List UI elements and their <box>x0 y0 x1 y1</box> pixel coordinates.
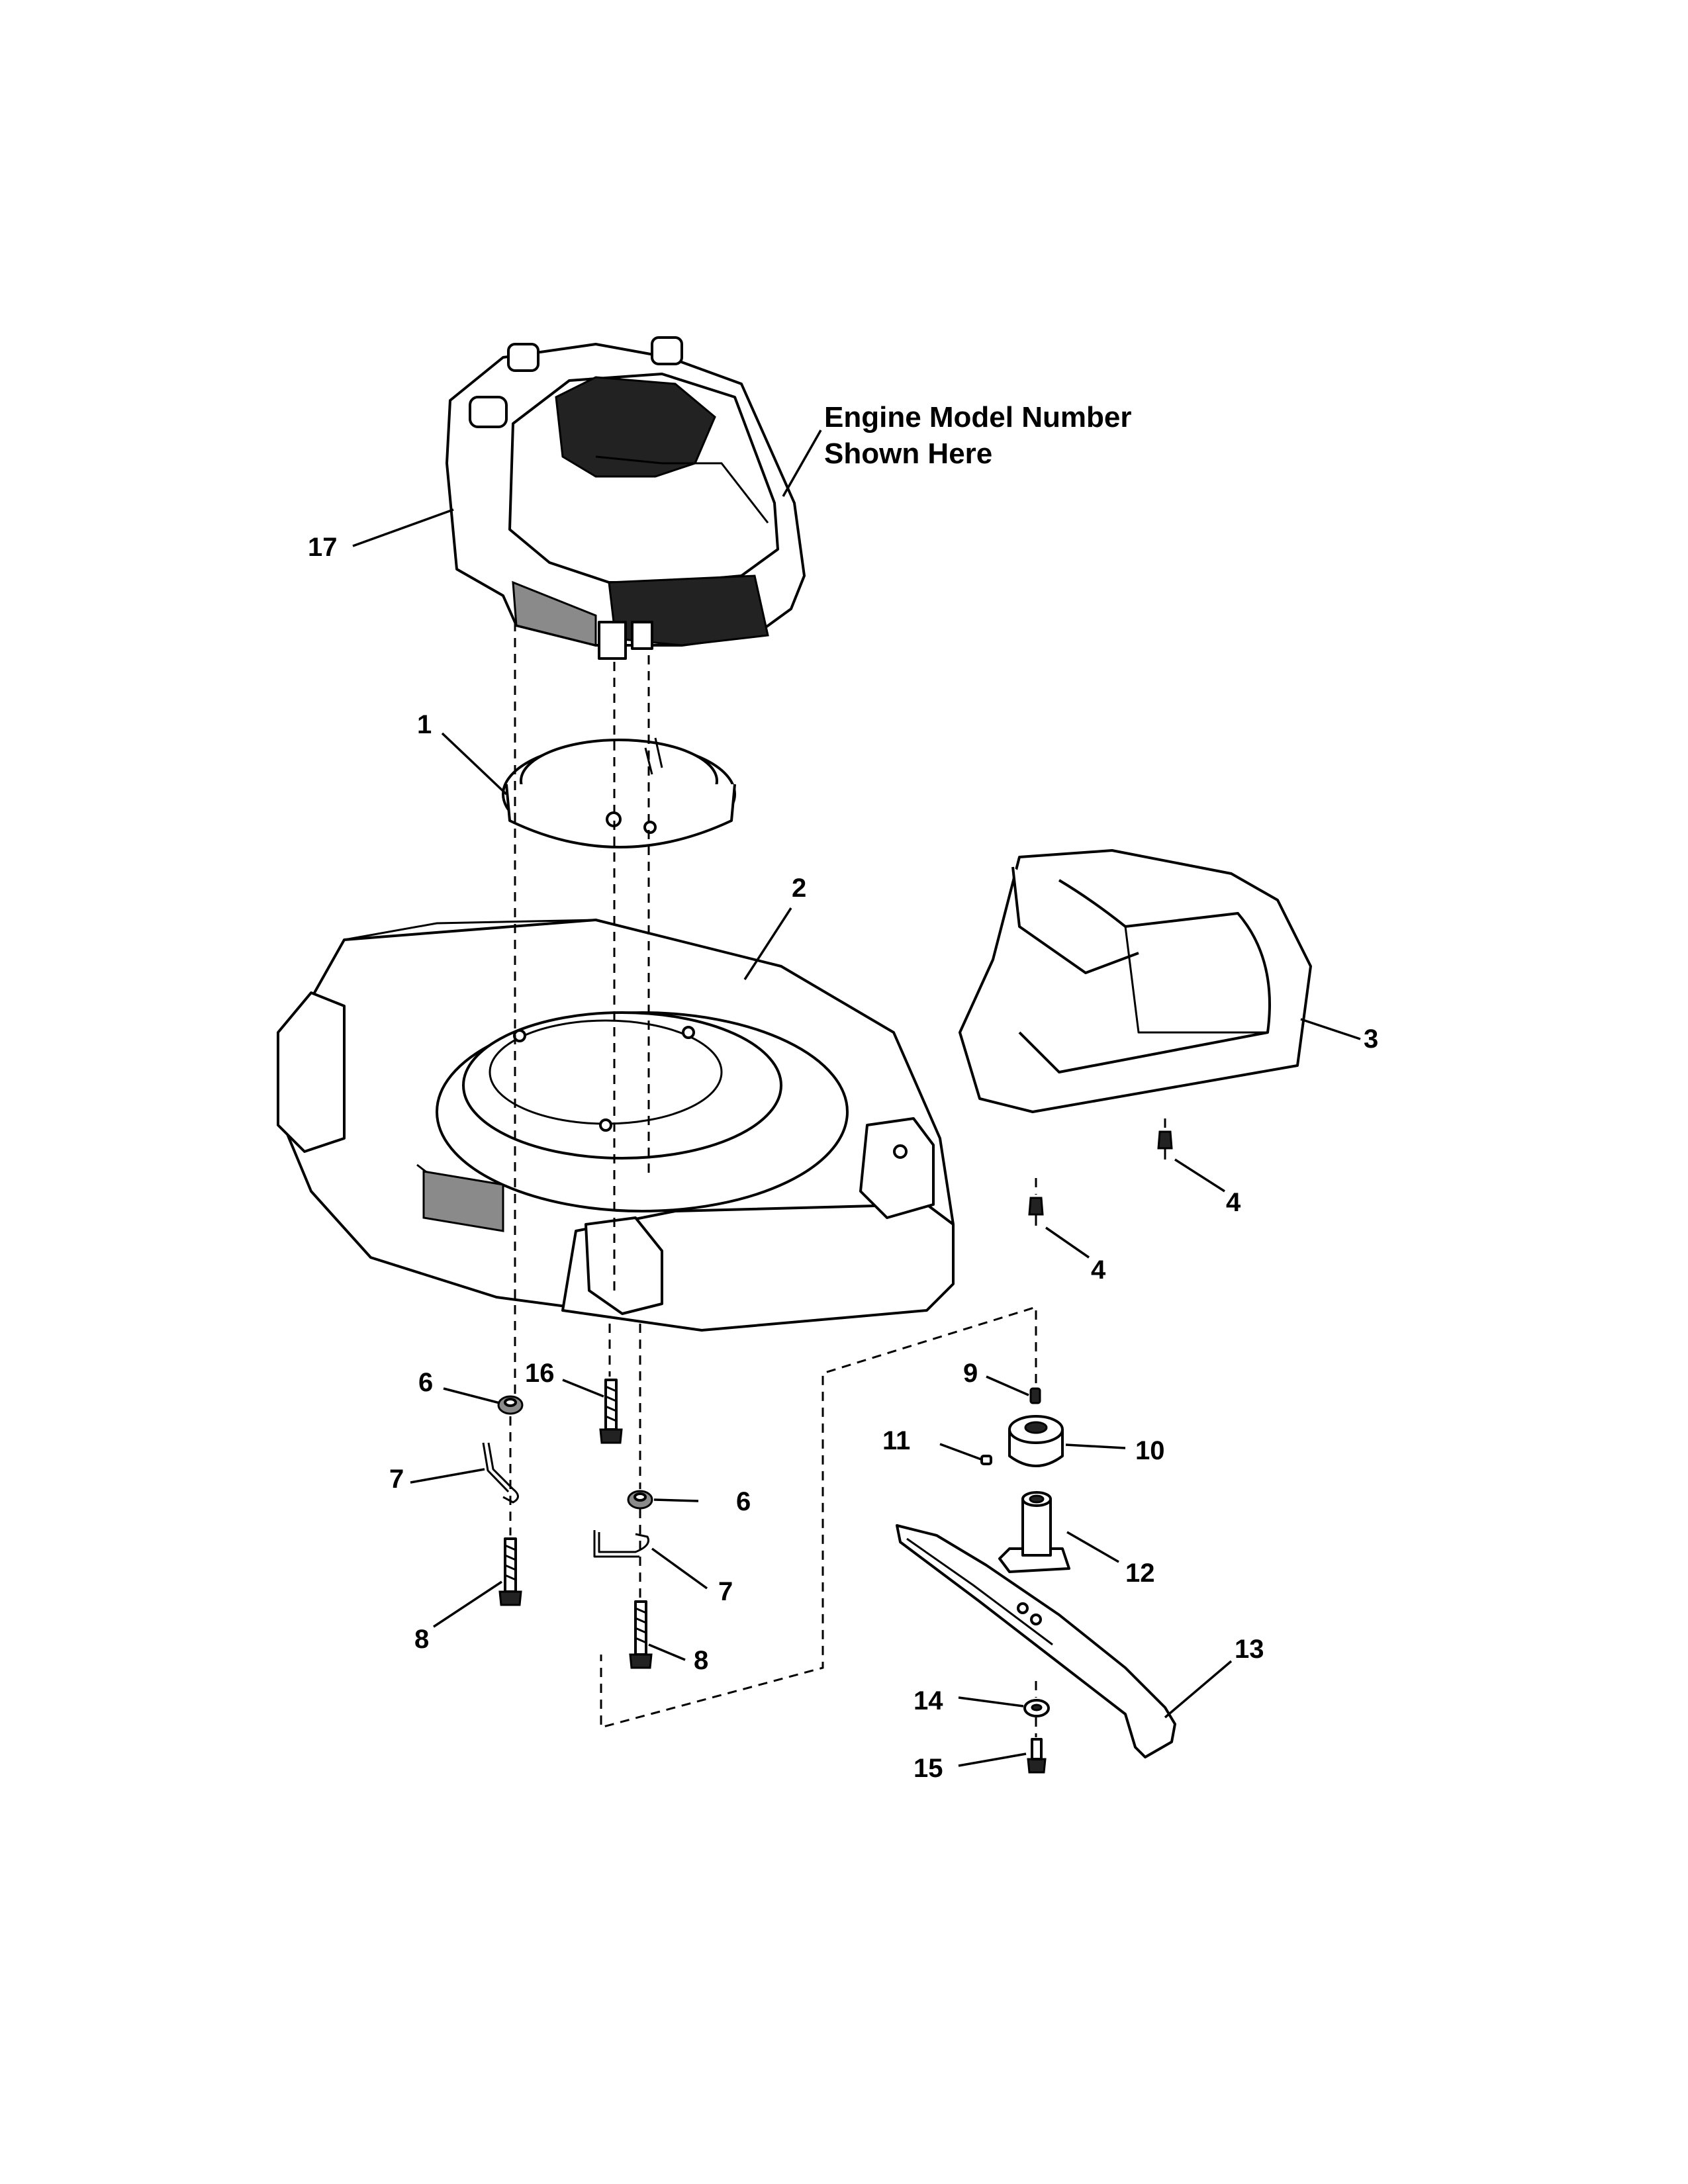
bracket-part-7b <box>593 1530 649 1558</box>
bolt-part-8a <box>498 1537 522 1606</box>
callout-6a: 6 <box>418 1368 433 1397</box>
nut-part-6b <box>627 1490 653 1510</box>
bolt-part-8b <box>629 1600 653 1669</box>
pulley-part-10 <box>1008 1415 1064 1467</box>
bolt-part-16 <box>599 1379 623 1444</box>
engine-part-17 <box>445 336 806 660</box>
callout-6b: 6 <box>736 1487 751 1516</box>
callout-8a: 8 <box>414 1625 429 1654</box>
bracket-part-7a <box>482 1442 519 1504</box>
cover-part-3 <box>959 849 1312 1113</box>
pin-part-11 <box>980 1455 992 1465</box>
callout-9: 9 <box>963 1359 978 1388</box>
key-part-9 <box>1029 1387 1041 1404</box>
callout-11: 11 <box>882 1426 910 1455</box>
callout-7b: 7 <box>718 1577 733 1606</box>
engine-model-caption-line2: Shown Here <box>824 437 992 470</box>
screw-part-4a <box>1157 1130 1173 1160</box>
bolt-part-15 <box>1027 1738 1047 1774</box>
ring-part-1 <box>502 737 736 848</box>
blade-part-13 <box>896 1524 1176 1758</box>
washer-part-14 <box>1023 1699 1050 1717</box>
assembly-lines <box>509 622 1166 1737</box>
callout-12: 12 <box>1125 1559 1155 1588</box>
adapter-part-12 <box>998 1491 1070 1573</box>
callout-13: 13 <box>1235 1635 1264 1664</box>
callout-15: 15 <box>914 1754 943 1783</box>
callout-4b: 4 <box>1091 1255 1106 1285</box>
callout-2: 2 <box>792 874 806 903</box>
callout-8b: 8 <box>694 1646 708 1675</box>
callout-3: 3 <box>1364 1024 1378 1054</box>
callout-10: 10 <box>1135 1436 1165 1465</box>
callout-1: 1 <box>417 710 432 739</box>
callout-4a: 4 <box>1226 1188 1241 1217</box>
callout-14: 14 <box>914 1686 943 1715</box>
deck-part-2 <box>277 919 955 1332</box>
callout-17: 17 <box>308 533 338 562</box>
screw-part-4b <box>1028 1197 1044 1226</box>
leader-lines <box>352 430 1361 1767</box>
engine-model-caption-line1: Engine Model Number <box>824 401 1131 433</box>
nut-part-6a <box>497 1395 524 1415</box>
callout-16: 16 <box>525 1359 555 1388</box>
callout-7a: 7 <box>389 1465 404 1494</box>
